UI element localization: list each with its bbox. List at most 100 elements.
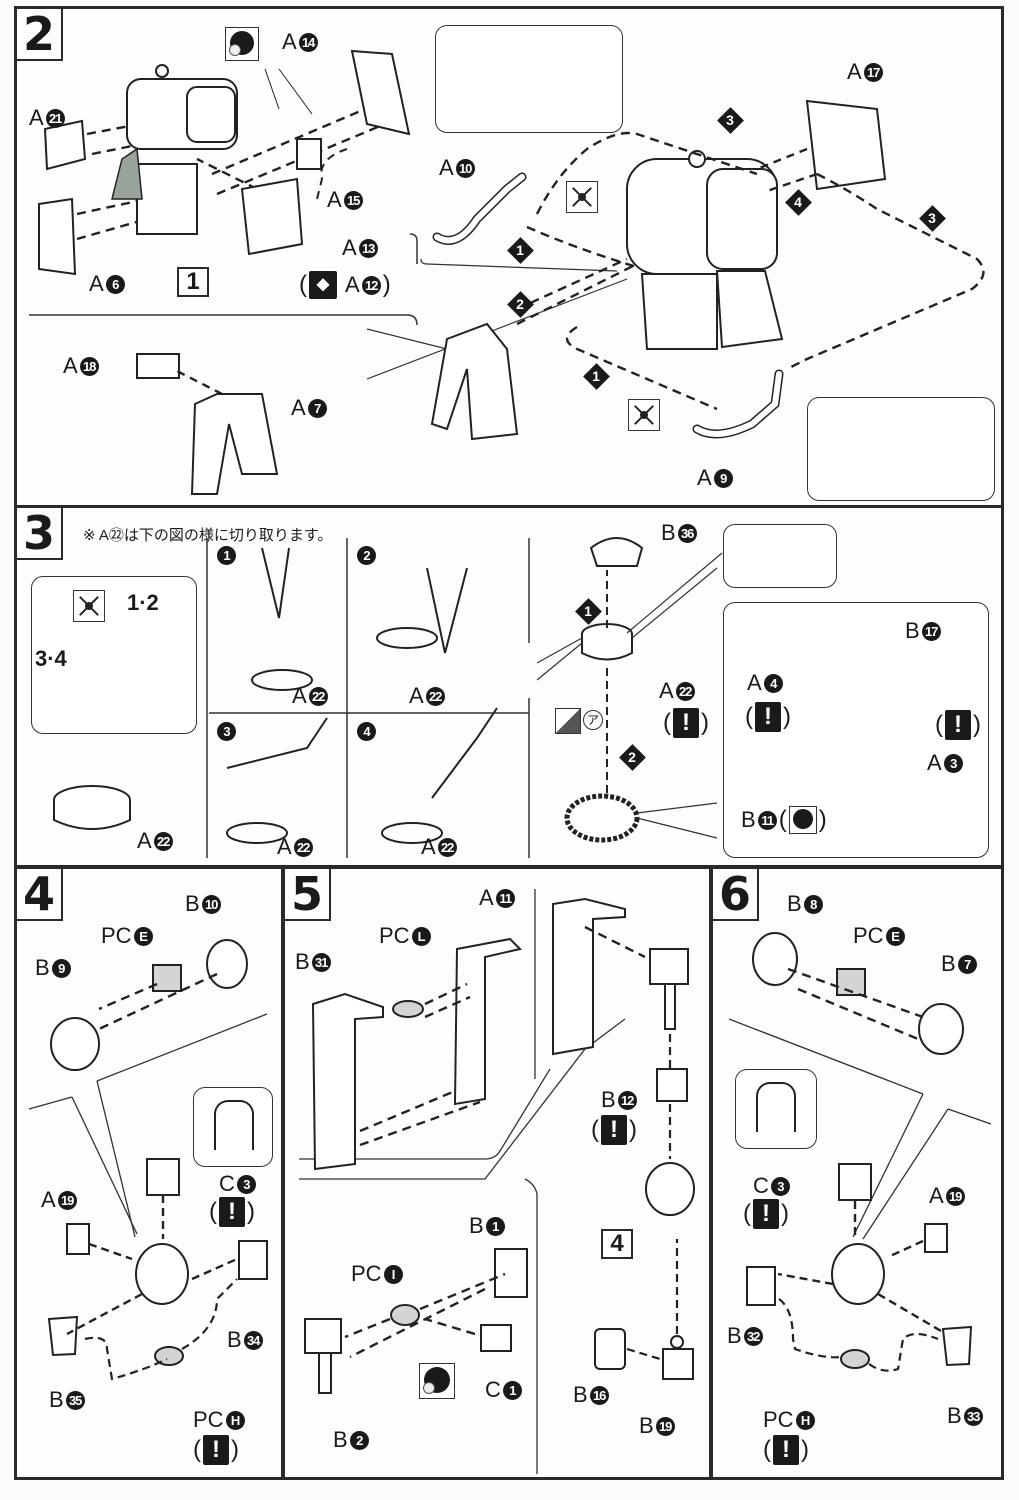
subassembly-ref-4: 4 xyxy=(601,1229,633,1259)
order-marker-2: 2 xyxy=(619,744,645,770)
hose-bend-callout-bottom xyxy=(807,397,995,501)
cut-instruction-note: ※ A㉒は下の図の様に切り取ります。 xyxy=(83,527,333,544)
caution-icon: ! xyxy=(753,1199,779,1229)
step-number: 4 xyxy=(17,869,64,921)
c3-detail-callout xyxy=(735,1069,817,1149)
cut-label-1-2: 1·2 xyxy=(127,590,159,615)
order-marker-1: 1 xyxy=(575,598,601,624)
caution-badge: (!) xyxy=(743,1199,789,1229)
step-2-panel: 2 xyxy=(14,6,1004,508)
order-marker-4: 4 xyxy=(785,189,811,215)
step-3-panel: 3 ※ A㉒は下の図の様に切り取ります。 xyxy=(14,508,1004,868)
caution-badge: (!) xyxy=(591,1115,637,1145)
cut-step-3: 3 xyxy=(217,722,236,741)
cut-step-4: 4 xyxy=(357,722,376,741)
step-number: 6 xyxy=(713,869,760,921)
caution-badge: (!) xyxy=(763,1435,809,1465)
nipper-cut-icon xyxy=(566,181,598,213)
edge-detail-callout xyxy=(723,524,837,588)
caution-badge: (!) xyxy=(935,710,981,740)
caution-icon: ! xyxy=(203,1435,229,1465)
paint-black-icon xyxy=(419,1363,455,1399)
caution-badge: (!) xyxy=(745,702,791,732)
order-marker-2: 2 xyxy=(507,291,533,317)
nipper-cut-icon xyxy=(73,590,105,622)
subassembly-ref-1: 1 xyxy=(177,267,209,297)
caution-icon: ! xyxy=(219,1197,245,1227)
order-marker-1: 1 xyxy=(583,363,609,389)
paint-black-icon xyxy=(225,27,259,61)
hose-bend-callout-top xyxy=(435,25,623,133)
cut-label-3-4: 3·4 xyxy=(35,646,67,671)
order-marker-3: 3 xyxy=(717,107,743,133)
caution-icon: ! xyxy=(673,708,699,738)
order-marker-1: 1 xyxy=(507,237,533,263)
caution-badge: (!) xyxy=(209,1197,255,1227)
cut-step-2: 2 xyxy=(357,546,376,565)
sticker-icon xyxy=(555,708,581,734)
cut-detail-callout xyxy=(31,576,197,734)
paint-black-icon xyxy=(788,806,817,834)
nipper-cut-icon xyxy=(628,399,660,431)
caution-badge: (!) xyxy=(663,708,709,738)
c3-detail-callout xyxy=(193,1087,273,1167)
step-number: 2 xyxy=(17,9,64,61)
step-number: 3 xyxy=(17,508,64,560)
caution-icon: ! xyxy=(945,710,971,740)
caution-icon: ! xyxy=(601,1115,627,1145)
sticker-ref: ア xyxy=(583,710,603,730)
mirror-parts-icon: ◆ xyxy=(309,271,337,299)
cut-step-1: 1 xyxy=(217,546,236,565)
